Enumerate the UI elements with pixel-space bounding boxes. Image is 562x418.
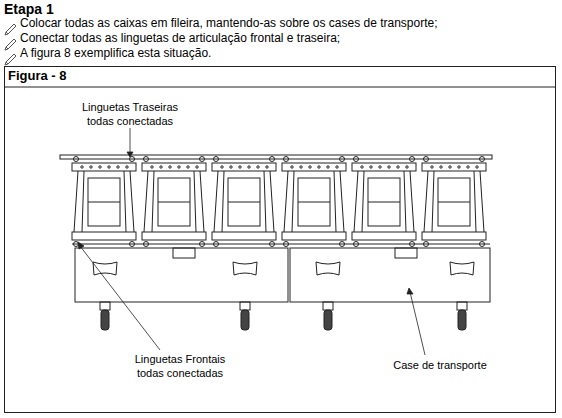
callout-label: Linguetas Frontais todas conectadas <box>125 352 235 380</box>
instruction-text: Colocar todas as caixas em fileira, mant… <box>20 16 438 30</box>
callout-label: Linguetas Traseiras todas conectadas <box>75 100 185 128</box>
speaker-boxes <box>60 155 492 247</box>
figure-title: Figura - 8 <box>8 69 67 83</box>
pencil-icons <box>5 24 16 65</box>
callout-label: Case de transporte <box>380 358 500 372</box>
transport-cases <box>75 248 490 330</box>
leader-lines <box>78 128 425 355</box>
header-rule <box>4 87 556 88</box>
instruction-text: A figura 8 exemplifica esta situação. <box>20 46 211 60</box>
instruction-text: Conectar todas as linguetas de articulaç… <box>20 31 340 45</box>
step-title: Etapa 1 <box>4 2 54 16</box>
